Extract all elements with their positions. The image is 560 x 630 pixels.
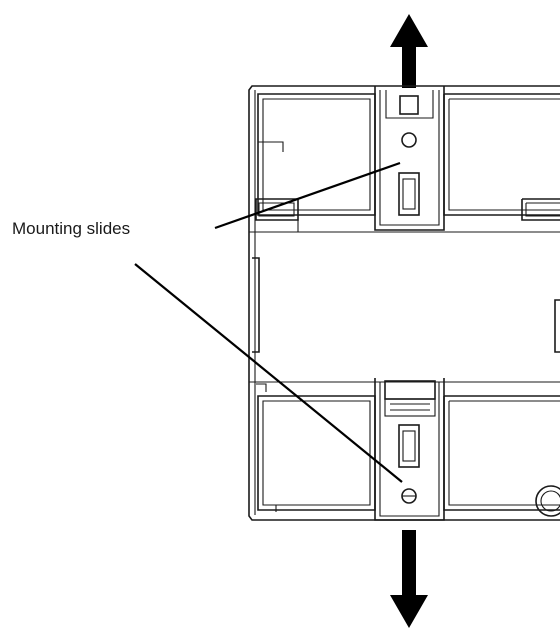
lower-mounting-slide	[374, 378, 445, 521]
callout-leaders	[134, 161, 403, 483]
upper-mounting-slide	[374, 86, 445, 231]
bottom-arrow	[390, 530, 428, 628]
top-arrow	[390, 14, 428, 88]
mounting-slides-label: Mounting slides	[12, 219, 131, 238]
device-housing	[248, 85, 560, 521]
